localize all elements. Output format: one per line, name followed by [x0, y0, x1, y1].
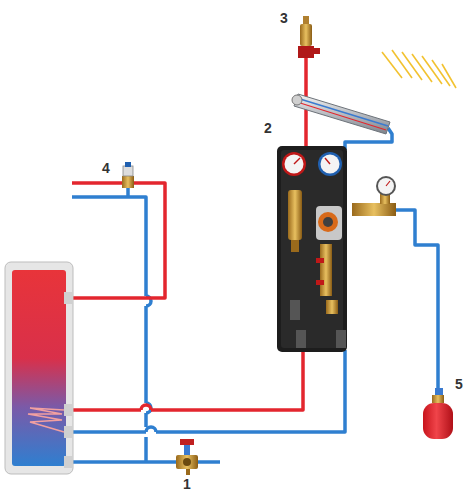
mixing-valve	[122, 162, 134, 188]
callout-number: 4	[102, 161, 110, 175]
callout-number: 3	[280, 11, 288, 25]
callout-number: 1	[183, 477, 191, 491]
sun-rays	[382, 50, 456, 88]
callout-number: 2	[264, 121, 272, 135]
safety-valve-group	[176, 439, 198, 475]
callout-number: 5	[455, 377, 463, 391]
storage-tank	[5, 262, 73, 474]
hot-pipes	[64, 58, 306, 410]
pump-station	[277, 146, 347, 352]
cold-pipes	[64, 128, 438, 462]
expansion-vessel	[423, 388, 453, 439]
solar-collector	[292, 94, 390, 134]
safety-group	[352, 176, 396, 216]
air-vent	[298, 16, 320, 58]
